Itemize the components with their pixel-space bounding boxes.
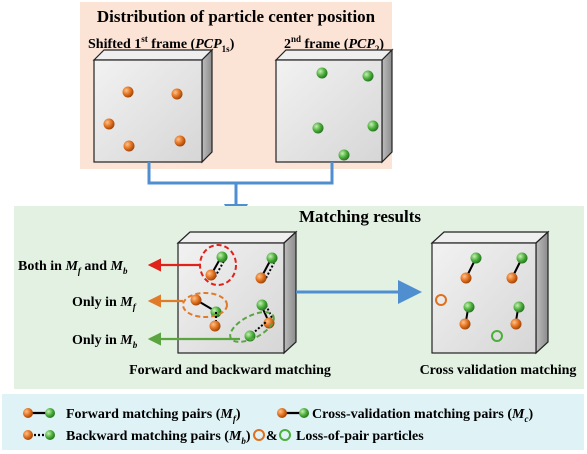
- middle-panel-title: Matching results: [299, 207, 421, 226]
- lost-green-particle: [491, 330, 503, 342]
- particle-orange: [122, 86, 134, 98]
- legend-forward-label: Forward matching pairs (Mf): [66, 407, 241, 424]
- label-both: Both in Mf and Mb: [18, 259, 128, 276]
- lost-orange-particle: [435, 294, 447, 306]
- left-caption: Forward and backward matching: [129, 363, 331, 378]
- top-panel-title: Distribution of particle center position: [97, 7, 376, 26]
- cross-validation-cube: [430, 230, 550, 355]
- right-caption: Cross validation matching: [420, 363, 577, 378]
- legend-forward-icon: [23, 408, 55, 418]
- legend-loss-label: Loss-of-pair particles: [296, 429, 424, 444]
- particle-green: [316, 67, 328, 79]
- particle-orange: [123, 140, 135, 152]
- matching-cube: [176, 230, 298, 355]
- particle-orange: [171, 88, 183, 100]
- particle-orange: [174, 135, 186, 147]
- label-only-b: Only in Mb: [72, 333, 138, 350]
- legend-backward-icon: [23, 430, 55, 440]
- particle-green: [338, 149, 350, 161]
- particle-green: [362, 70, 374, 82]
- legend-loss-orange-icon: [253, 429, 265, 441]
- particle-orange: [103, 118, 115, 130]
- legend-backward-label: Backward matching pairs (Mb): [66, 429, 251, 446]
- legend-cross-label: Cross-validation matching pairs (Mc): [312, 407, 534, 424]
- legend-cross-icon: [277, 408, 309, 418]
- particle-green: [367, 120, 379, 132]
- particle-green: [312, 122, 324, 134]
- only-f-highlight: [182, 292, 228, 318]
- label-only-f: Only in Mf: [72, 295, 137, 312]
- frame2-label: 2nd frame (PCP2): [284, 34, 384, 54]
- legend-panel: [2, 394, 584, 450]
- legend-loss-amp: &: [266, 429, 278, 444]
- merge-connector: [147, 162, 334, 185]
- frame2-cube: [274, 48, 394, 164]
- frame1-cube: [92, 48, 214, 164]
- legend-loss-green-icon: [279, 429, 291, 441]
- frame1-label: Shifted 1st frame (PCP1s): [88, 34, 235, 54]
